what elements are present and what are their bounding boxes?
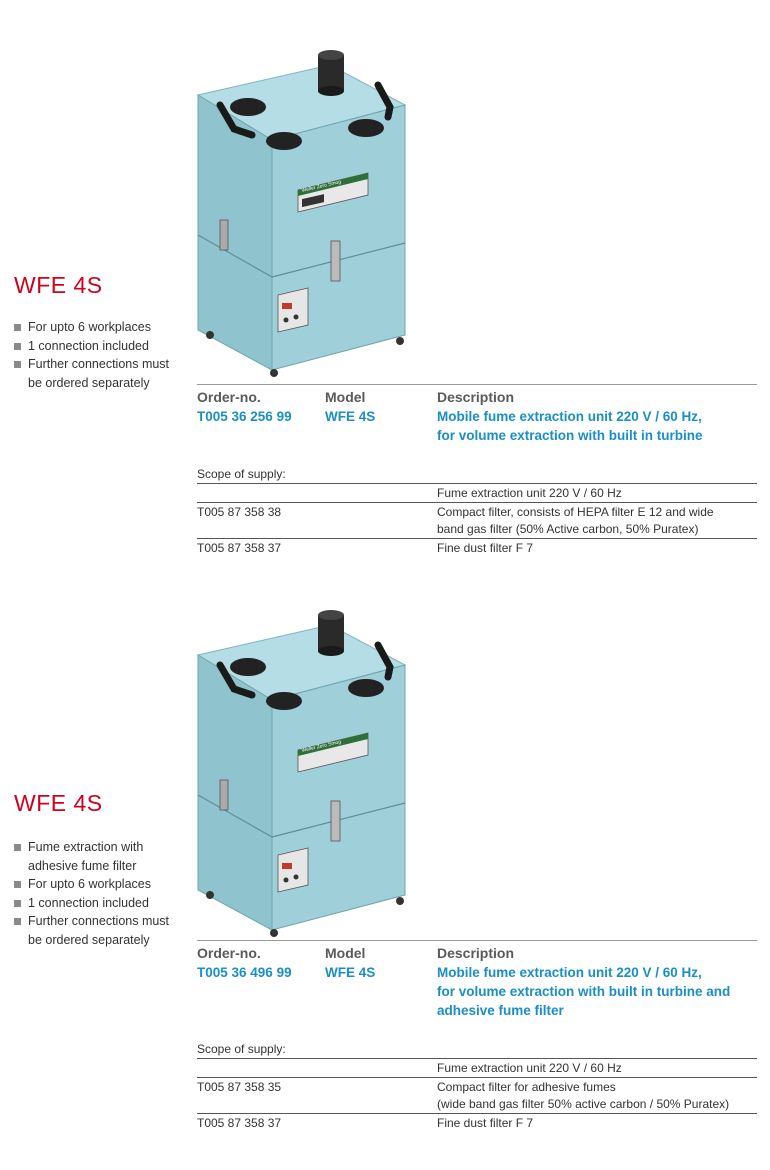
scope-row: T005 87 358 37 Fine dust filter F 7 bbox=[197, 538, 757, 557]
divider bbox=[197, 384, 757, 385]
order-table: Order-no. Model Description T005 36 256 … bbox=[197, 384, 757, 445]
scope-table: Scope of supply: Fume extraction unit 22… bbox=[197, 1042, 757, 1132]
feature-item-continued: be ordered separately bbox=[28, 375, 150, 390]
order-no: T005 36 496 99 bbox=[197, 965, 292, 980]
feature-item-continued: adhesive fume filter bbox=[28, 858, 137, 873]
description-line: for volume extraction with built in turb… bbox=[437, 428, 703, 443]
order-table: Order-no. Model Description T005 36 496 … bbox=[197, 940, 757, 1020]
product-section-2: WFE 4S Fume extraction with adhesive fum… bbox=[0, 590, 770, 1170]
scope-desc: Fine dust filter F 7 bbox=[437, 541, 534, 555]
order-value-row: T005 36 496 99 WFE 4S Mobile fume extrac… bbox=[197, 963, 757, 1020]
scope-label: Scope of supply: bbox=[197, 467, 286, 481]
scope-desc: Fine dust filter F 7 bbox=[437, 1116, 534, 1130]
scope-row: T005 87 358 37 Fine dust filter F 7 bbox=[197, 1113, 757, 1132]
model: WFE 4S bbox=[325, 965, 376, 980]
description-header: Description bbox=[437, 945, 515, 961]
feature-item: Further connections must bbox=[14, 355, 169, 374]
scope-part: T005 87 358 38 bbox=[197, 505, 282, 519]
scope-part: T005 87 358 37 bbox=[197, 541, 282, 555]
feature-item: 1 connection included bbox=[14, 894, 169, 913]
order-header-row: Order-no. Model Description bbox=[197, 385, 757, 407]
product-section-1: WFE 4S For upto 6 workplaces 1 connectio… bbox=[0, 0, 770, 580]
scope-row: Fume extraction unit 220 V / 60 Hz bbox=[197, 1058, 757, 1077]
fume-extractor-image: Weller Zero Smog bbox=[196, 50, 407, 377]
feature-item: For upto 6 workplaces bbox=[14, 318, 169, 337]
scope-desc: Compact filter for adhesive fumes (wide … bbox=[437, 1080, 730, 1111]
description-line: adhesive fume filter bbox=[437, 1003, 564, 1018]
order-value-row: T005 36 256 99 WFE 4S Mobile fume extrac… bbox=[197, 407, 757, 445]
description-line: for volume extraction with built in turb… bbox=[437, 984, 731, 999]
description-line: Mobile fume extraction unit 220 V / 60 H… bbox=[437, 965, 702, 980]
scope-part: T005 87 358 35 bbox=[197, 1080, 282, 1094]
scope-table: Scope of supply: Fume extraction unit 22… bbox=[197, 467, 757, 557]
order-no-header: Order-no. bbox=[197, 945, 261, 961]
scope-label: Scope of supply: bbox=[197, 1042, 286, 1056]
model-header: Model bbox=[325, 389, 366, 405]
scope-row: Fume extraction unit 220 V / 60 Hz bbox=[197, 483, 757, 502]
order-header-row: Order-no. Model Description bbox=[197, 941, 757, 963]
scope-part bbox=[197, 485, 437, 502]
feature-list: Fume extraction with adhesive fume filte… bbox=[14, 838, 169, 949]
scope-desc: Compact filter, consists of HEPA filter … bbox=[437, 505, 714, 536]
scope-part: T005 87 358 37 bbox=[197, 1116, 282, 1130]
feature-item: 1 connection included bbox=[14, 337, 169, 356]
description-line: Mobile fume extraction unit 220 V / 60 H… bbox=[437, 409, 702, 424]
model: WFE 4S bbox=[325, 409, 376, 424]
scope-part bbox=[197, 1060, 437, 1077]
fume-extractor-image: Weller Zero Smog bbox=[196, 610, 407, 937]
feature-item-continued: be ordered separately bbox=[28, 932, 150, 947]
scope-desc: Fume extraction unit 220 V / 60 Hz bbox=[437, 486, 622, 500]
scope-row: T005 87 358 38 Compact filter, consists … bbox=[197, 502, 757, 538]
order-no: T005 36 256 99 bbox=[197, 409, 292, 424]
product-title: WFE 4S bbox=[14, 790, 103, 816]
feature-item: Fume extraction with bbox=[14, 838, 169, 857]
description: Mobile fume extraction unit 220 V / 60 H… bbox=[437, 963, 757, 1020]
product-title: WFE 4S bbox=[14, 272, 103, 298]
scope-desc: Fume extraction unit 220 V / 60 Hz bbox=[437, 1061, 622, 1075]
model-header: Model bbox=[325, 945, 366, 961]
order-no-header: Order-no. bbox=[197, 389, 261, 405]
feature-item: Further connections must bbox=[14, 912, 169, 931]
description-header: Description bbox=[437, 389, 515, 405]
description: Mobile fume extraction unit 220 V / 60 H… bbox=[437, 407, 757, 445]
feature-item: For upto 6 workplaces bbox=[14, 875, 169, 894]
feature-list: For upto 6 workplaces 1 connection inclu… bbox=[14, 318, 169, 392]
divider bbox=[197, 940, 757, 941]
scope-row: T005 87 358 35 Compact filter for adhesi… bbox=[197, 1077, 757, 1113]
